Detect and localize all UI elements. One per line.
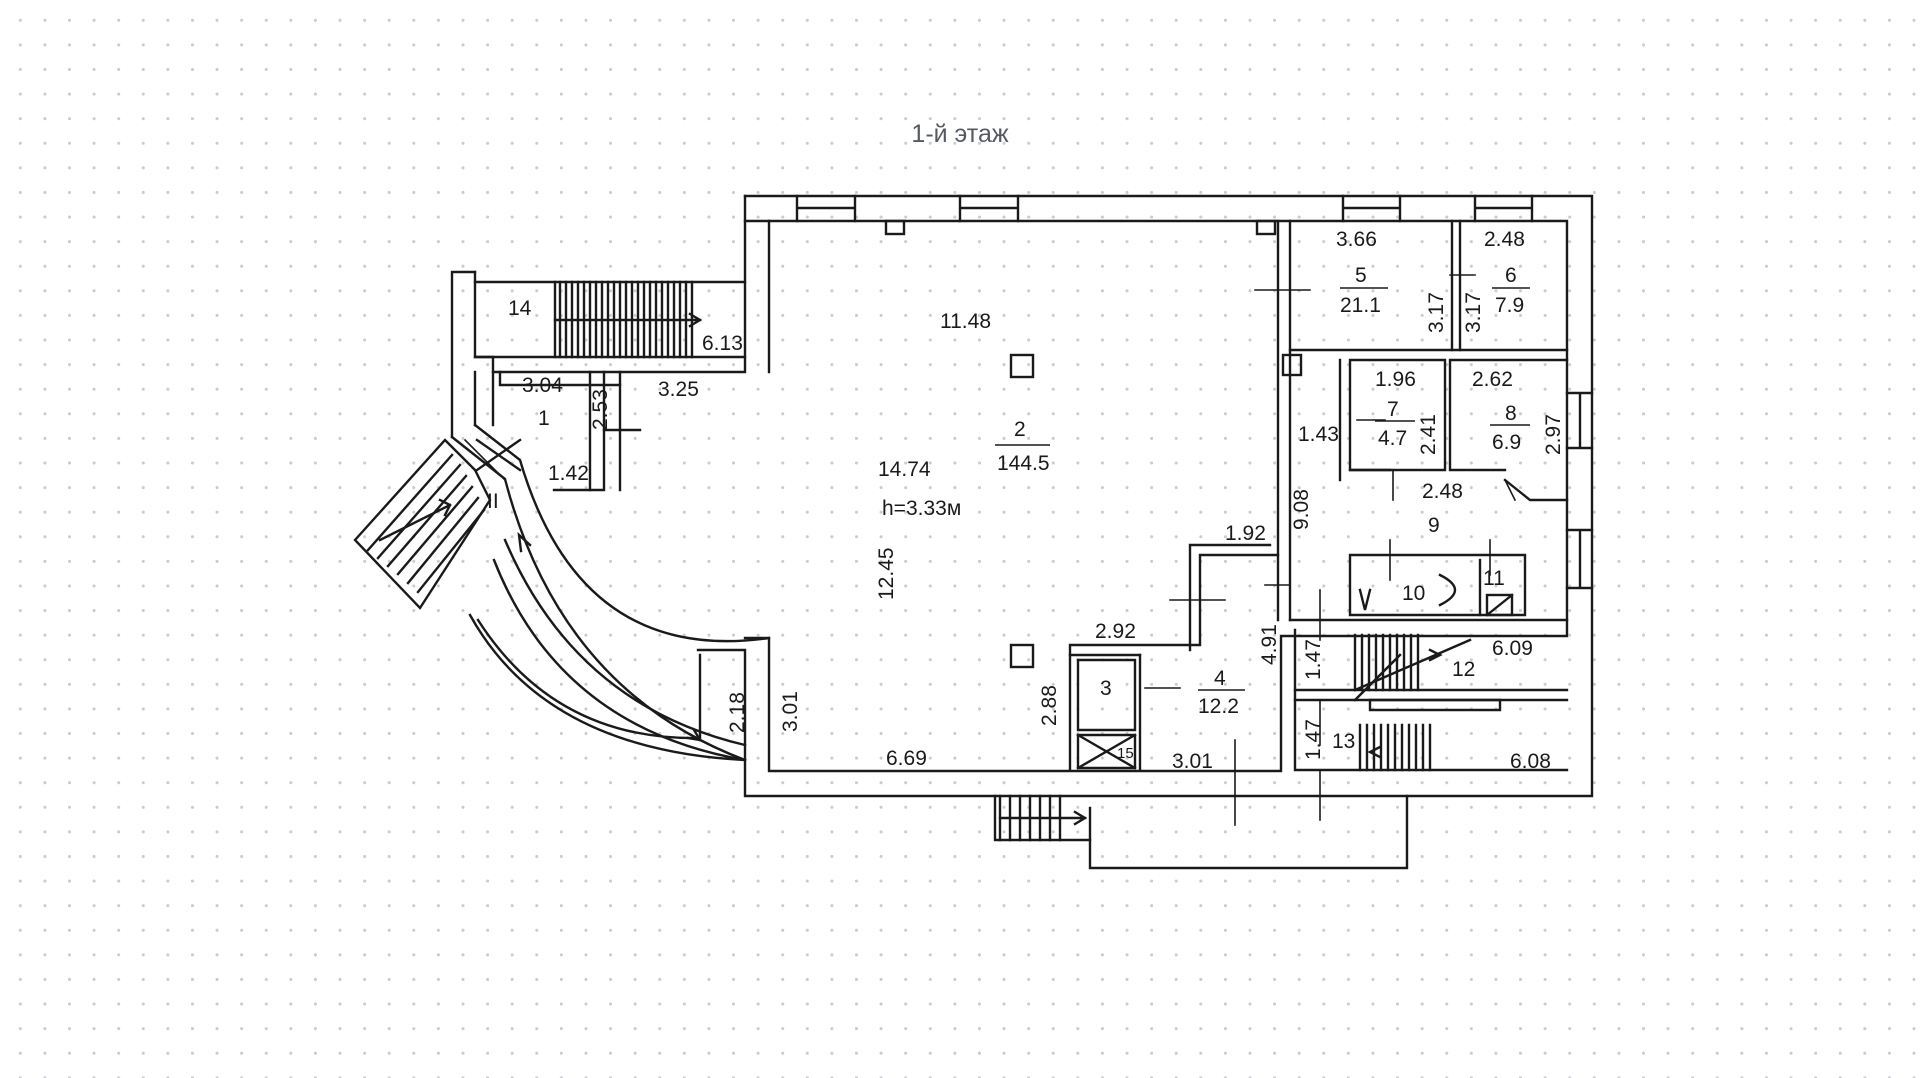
room-12: 12: [1452, 658, 1475, 681]
room-10: 10: [1402, 582, 1425, 605]
annex-left: [450, 219, 771, 492]
room-7-no: 7: [1387, 398, 1399, 421]
room-labels: 1 2 144.5 3 4 12.2 5 21.1 6 7.9 7 4.7 8 …: [487, 264, 1530, 762]
room-3: 3: [1100, 677, 1112, 700]
room-9: 9: [1428, 514, 1440, 537]
room-11: 11: [1483, 567, 1505, 590]
room-7-area: 4.7: [1378, 427, 1407, 450]
dim-3-17-a: 3.17: [1425, 292, 1448, 333]
room-2-area: 144.5: [997, 452, 1050, 475]
dim-1-43: 1.43: [1298, 423, 1339, 446]
dim-1-92: 1.92: [1225, 522, 1266, 545]
dim-3-17-b: 3.17: [1462, 292, 1485, 333]
curved-facade: [450, 423, 771, 762]
room-4-area: 12.2: [1198, 695, 1239, 718]
dim-6-09: 6.09: [1492, 637, 1533, 660]
floor-title: 1-й этаж: [911, 120, 1009, 148]
dim-1-47-a: 1.47: [1302, 639, 1325, 680]
entrance-stairs: [993, 794, 1409, 870]
room-6-no: 6: [1505, 264, 1517, 287]
dim-2-88: 2.88: [1038, 685, 1061, 726]
room-2-no: 2: [1014, 418, 1026, 441]
dim-2-92: 2.92: [1095, 620, 1136, 643]
room-15: 15: [1117, 745, 1134, 762]
dim-14-74: 14.74: [878, 458, 931, 481]
stair-14: [553, 280, 703, 359]
room-8-area: 6.9: [1492, 431, 1521, 454]
dim-3-01-left: 3.01: [779, 691, 802, 732]
room-4-no: 4: [1214, 667, 1226, 690]
dim-11-48: 11.48: [940, 310, 991, 333]
dim-1-42: 1.42: [548, 462, 589, 485]
room-5-area: 21.1: [1340, 294, 1381, 317]
room-1: 1: [538, 407, 550, 430]
dim-9-08: 9.08: [1290, 489, 1313, 530]
dim-2-48-top: 2.48: [1484, 228, 1525, 251]
stair-ii-label: II: [487, 490, 499, 513]
dim-2-53: 2.53: [589, 389, 612, 430]
outer-walls: [696, 194, 1594, 798]
room-8-no: 8: [1505, 402, 1517, 425]
dim-6-13: 6.13: [702, 332, 743, 355]
room-6-area: 7.9: [1495, 294, 1524, 317]
dim-2-62: 2.62: [1472, 368, 1513, 391]
dim-1-47-b: 1.47: [1302, 719, 1325, 760]
dim-12-45: 12.45: [875, 547, 898, 600]
dim-3-01-bottom: 3.01: [1172, 750, 1213, 773]
dim-3-66: 3.66: [1336, 228, 1377, 251]
dim-2-41: 2.41: [1417, 414, 1440, 455]
room-13: 13: [1332, 730, 1355, 753]
dim-2-48-mid: 2.48: [1422, 480, 1463, 503]
room-5-no: 5: [1355, 264, 1367, 287]
room-14: 14: [508, 297, 532, 320]
dim-4-91: 4.91: [1258, 624, 1281, 665]
dim-6-08: 6.08: [1510, 750, 1551, 773]
door-crosses: [463, 269, 1517, 826]
dim-2-97: 2.97: [1542, 414, 1565, 455]
dim-3-25: 3.25: [658, 378, 699, 401]
interior-walls: [1009, 219, 1569, 772]
dim-3-04: 3.04: [522, 374, 563, 397]
dim-1-96: 1.96: [1375, 368, 1416, 391]
stair-ii: [353, 438, 492, 610]
dim-6-69: 6.69: [886, 747, 927, 770]
height-note: h=3.33м: [882, 497, 961, 520]
dim-2-18: 2.18: [726, 692, 749, 733]
dimension-labels: 11.48 14.74 12.45 6.69 3.01 2.88 2.92 1.…: [522, 228, 1565, 773]
